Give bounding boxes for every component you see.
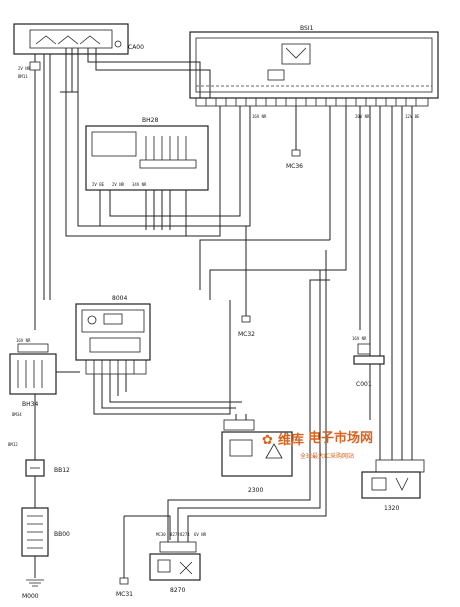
svg-text:BM12: BM12 — [8, 442, 18, 447]
component-bh34: 16V NR BH34 BM34 — [9, 338, 57, 417]
svg-text:12V BE: 12V BE — [405, 114, 420, 119]
component-bb12: BB12 BM12 — [8, 442, 70, 477]
bh28-wires — [60, 91, 251, 237]
label-ca00: CA00 — [128, 44, 144, 51]
label-mc36: MC36 — [286, 163, 303, 170]
label-bb12: BB12 — [54, 467, 70, 474]
component-m000: M000 — [22, 579, 44, 600]
svg-text:34V NR: 34V NR — [132, 182, 147, 187]
component-bh28: BH28 2V BE 2V NR 34V NR — [85, 117, 209, 191]
watermark: ✿ 维库 电子市场网 全球最大IC采购网站 — [262, 430, 373, 460]
component-bsi1: BSI1 — [189, 25, 439, 107]
svg-text:8272: 8272 — [170, 532, 180, 537]
label-mc31: MC31 — [116, 591, 133, 598]
component-ca00: CA00 — [13, 23, 144, 55]
svg-text:16V NR: 16V NR — [352, 336, 367, 341]
label-c001: C001 — [356, 381, 372, 388]
b004-wires — [93, 300, 242, 415]
component-1320: 1320 — [361, 459, 425, 512]
svg-text:2V NR: 2V NR — [112, 182, 125, 187]
label-8004: 8004 — [112, 295, 127, 302]
component-8270: MC30 8272 8274 6V NR 8270 — [149, 532, 207, 594]
component-bb00: BB00 — [21, 507, 70, 557]
label-bb00: BB00 — [54, 531, 70, 538]
wire-2300 — [235, 414, 247, 420]
watermark-main: 电子市场网 — [308, 430, 373, 446]
component-8004: 8004 — [75, 295, 151, 375]
left-wires: 2V NR BM11 — [18, 48, 211, 330]
svg-text:6V NR: 6V NR — [194, 532, 207, 537]
svg-text:20V NR: 20V NR — [355, 114, 370, 119]
label-1320: 1320 — [384, 505, 399, 512]
watermark-logo-icon: ✿ — [262, 433, 273, 448]
svg-text:MC30: MC30 — [156, 532, 166, 537]
component-mc36: MC36 — [286, 106, 303, 170]
label-2300: 2300 — [248, 487, 263, 494]
x8270-wires — [167, 250, 346, 542]
label-8270: 8270 — [170, 587, 185, 594]
svg-text:16V NR: 16V NR — [252, 114, 267, 119]
component-mc32: MC32 — [238, 226, 255, 338]
bsi1-connector-labels: 16V NR 20V NR 12V BE — [252, 114, 420, 119]
svg-text:8274: 8274 — [180, 532, 190, 537]
watermark-sub: 全球最大IC采购网站 — [300, 452, 354, 460]
label-bh34: BH34 — [22, 401, 38, 408]
label-bh28: BH28 — [142, 117, 158, 124]
svg-text:16V NR: 16V NR — [16, 338, 31, 343]
component-c001: 16V NR C001 — [352, 336, 385, 388]
label-mc32: MC32 — [238, 331, 255, 338]
label-bsi1: BSI1 — [300, 25, 314, 32]
bsi1-right-wires — [199, 106, 413, 460]
svg-text:BM11: BM11 — [18, 74, 28, 79]
watermark-logo-text: 维库 — [278, 432, 304, 448]
component-mc31: MC31 — [116, 515, 171, 598]
component-2300: 2300 — [221, 419, 293, 494]
svg-text:2V BE: 2V BE — [92, 182, 105, 187]
svg-text:BM34: BM34 — [12, 412, 22, 417]
svg-text:2V NR: 2V NR — [18, 66, 31, 71]
label-m000: M000 — [22, 593, 39, 600]
